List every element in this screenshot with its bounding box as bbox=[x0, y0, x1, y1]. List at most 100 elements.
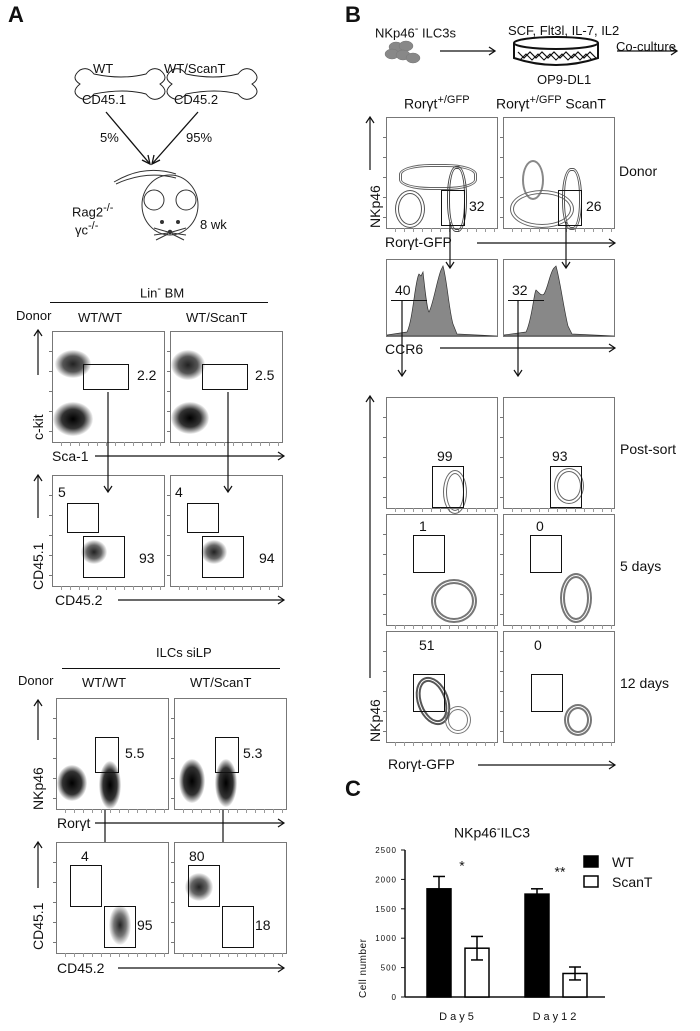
bm-cd45-plot-wt: 5 93 bbox=[49, 475, 165, 590]
ccr6-neg-gate bbox=[391, 300, 427, 301]
bone-right-bottom-label: CD45.2 bbox=[174, 92, 219, 107]
gate-value: 0 bbox=[536, 518, 544, 534]
cluster-ckit-hi bbox=[171, 350, 205, 380]
cd451-gate bbox=[67, 503, 99, 533]
recipient-gc-sup: -/- bbox=[88, 220, 99, 232]
y-axis-ticks bbox=[167, 476, 171, 586]
lower-gate-value: 94 bbox=[259, 550, 275, 566]
ilc-col1-label: WT/WT bbox=[82, 675, 127, 690]
row-label-12days: 12 days bbox=[620, 675, 670, 691]
bm-col1-label: WT/WT bbox=[78, 310, 123, 325]
upper-gate-value: 5 bbox=[58, 484, 66, 500]
contour-population bbox=[431, 579, 477, 623]
ilc-cd45-plot-wt: 4 95 bbox=[53, 842, 169, 957]
day5-plot-wt: 1 bbox=[383, 514, 498, 629]
col2-sup: +/GFP bbox=[529, 94, 562, 106]
schema-graphics bbox=[74, 68, 258, 241]
x-axis-ticks bbox=[171, 442, 282, 446]
panel-a-letter: A bbox=[8, 2, 24, 27]
bm-row2-xlabel: CD45.2 bbox=[55, 592, 103, 608]
lower-gate-value: 95 bbox=[137, 917, 153, 933]
y-axis-ticks bbox=[49, 476, 53, 586]
stroma-label: OP9-DL1 bbox=[537, 72, 592, 87]
x-axis-ticks bbox=[57, 953, 168, 957]
coculture-label: Co-culture bbox=[616, 39, 676, 54]
bm-cd45-plot-scant: 4 94 bbox=[167, 475, 283, 590]
legend-swatch-scant bbox=[583, 875, 599, 888]
nkp46-pos-gate bbox=[413, 674, 445, 712]
donor-contour-plot-scant: 26 bbox=[500, 117, 615, 232]
postsort-plot-scant: 93 bbox=[500, 397, 615, 512]
x-category-label: Day5 bbox=[439, 1011, 477, 1023]
row-label-postsort: Post-sort bbox=[620, 441, 677, 457]
recipient-strain-line1: Rag2-/- bbox=[72, 202, 113, 219]
cluster-rorgt-pos bbox=[99, 761, 121, 809]
recipient-strain-sup: -/- bbox=[103, 202, 114, 214]
gate-value: 32 bbox=[469, 198, 485, 214]
ilc-col2-label: WT/ScanT bbox=[190, 675, 252, 690]
chart-title: NKp46-ILC3 bbox=[454, 823, 530, 841]
day12-plot-wt: 51 bbox=[383, 631, 498, 746]
culture-xlabel: Rorγt-GFP bbox=[388, 756, 455, 772]
gate-value: 2.5 bbox=[255, 367, 275, 383]
y-axis-ticks bbox=[383, 118, 387, 228]
gate-value: 2.2 bbox=[137, 367, 157, 383]
y-axis-ticks bbox=[383, 632, 387, 742]
nkp46-pos-gate bbox=[215, 737, 239, 773]
x-axis-ticks bbox=[171, 586, 282, 590]
donor-xlabel: Rorγt-GFP bbox=[385, 234, 452, 250]
gate-value: 51 bbox=[419, 637, 435, 653]
y-axis-ticks bbox=[500, 398, 504, 508]
bm-row1-xlabel: Sca-1 bbox=[52, 448, 89, 464]
upper-gate-value: 4 bbox=[175, 484, 183, 500]
lower-gate-value: 18 bbox=[255, 917, 271, 933]
nkp46-neg-gate bbox=[558, 190, 582, 226]
y-tick-label: 2000 bbox=[375, 875, 397, 884]
gate-value: 5.3 bbox=[243, 745, 263, 761]
transplant-schema bbox=[70, 60, 258, 260]
cluster-rorgt-neg bbox=[179, 759, 205, 803]
cluster-cd452 bbox=[201, 540, 227, 564]
cd452-gate bbox=[104, 906, 136, 948]
day12-plot-scant: 0 bbox=[500, 631, 615, 746]
contour-rorgt-pos bbox=[447, 166, 467, 232]
bone-right-top-label: WT/ScanT bbox=[164, 61, 226, 76]
gate-value: 93 bbox=[552, 448, 568, 464]
y-tick-label: 2500 bbox=[375, 846, 397, 855]
y-tick-label: 1500 bbox=[375, 905, 397, 914]
gate-value: 5.5 bbox=[125, 745, 145, 761]
bar-wt-day5 bbox=[426, 888, 452, 998]
nkp46-pos-gate bbox=[413, 535, 445, 573]
cd452-gate bbox=[202, 536, 244, 578]
row-label-5days: 5 days bbox=[620, 558, 662, 574]
mouse-icon bbox=[113, 169, 199, 241]
y-tick-label: 500 bbox=[381, 964, 397, 973]
y-tick-label: 0 bbox=[392, 993, 397, 1002]
y-axis-ticks bbox=[500, 632, 504, 742]
chart-title-text: NKp46 bbox=[454, 824, 497, 841]
culture-dish-icon bbox=[513, 36, 599, 66]
ilc-group-divider bbox=[62, 668, 280, 669]
recipient-strain-line2: γc-/- bbox=[75, 220, 98, 237]
cluster-cd452 bbox=[81, 540, 107, 564]
y-axis-ticks bbox=[500, 515, 504, 625]
nkp46-neg-gate bbox=[441, 190, 465, 226]
recipient-age-label: 8 wk bbox=[200, 217, 227, 232]
bone-left-top-label: WT bbox=[93, 61, 114, 76]
x-category-label: Day12 bbox=[533, 1011, 580, 1023]
cluster-ckit-lo bbox=[53, 402, 93, 436]
significance-label: * bbox=[459, 858, 465, 874]
gate-value: 26 bbox=[586, 198, 602, 214]
bm-group-divider bbox=[50, 302, 268, 303]
recipient-gc-text: γc bbox=[75, 222, 88, 238]
y-axis-ticks bbox=[49, 332, 53, 442]
lsk-gate bbox=[202, 364, 248, 390]
legend-label-wt: WT bbox=[612, 854, 634, 870]
bm-col2-label: WT/ScanT bbox=[186, 310, 248, 325]
col2-genotype-label: Rorγt+/GFP ScanT bbox=[496, 94, 606, 112]
ilc3-gate bbox=[432, 466, 464, 508]
y-tick-label: 1000 bbox=[375, 934, 397, 943]
x-axis-ticks bbox=[57, 809, 168, 813]
ilc-nkp46-plot-wt: 5.5 bbox=[53, 698, 169, 813]
